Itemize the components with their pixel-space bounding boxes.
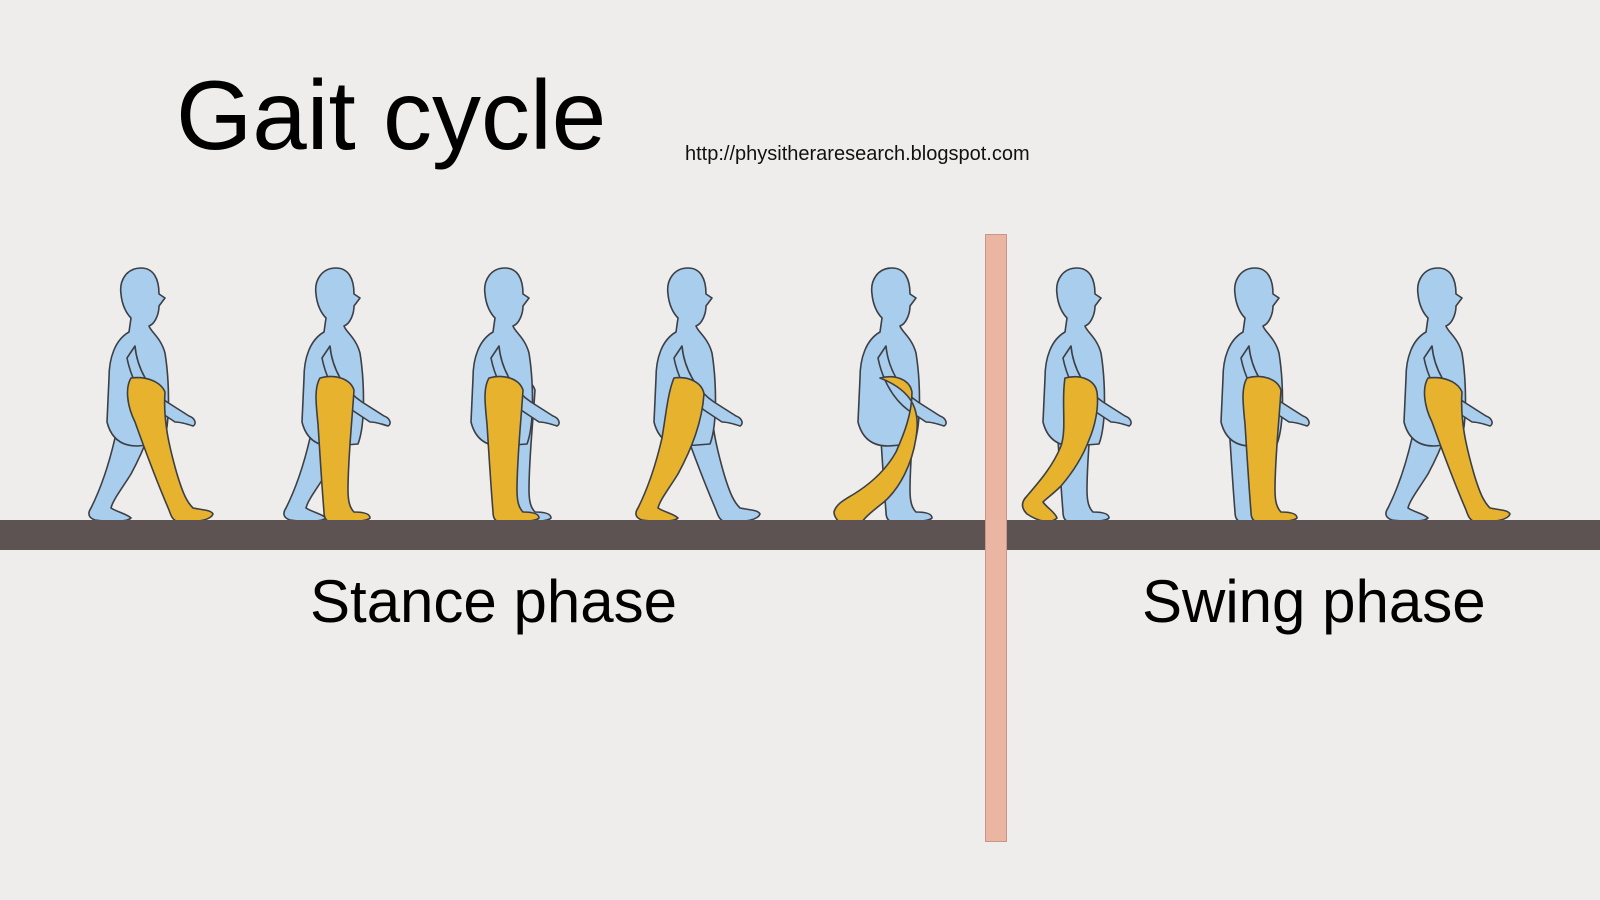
phase-divider	[985, 234, 1007, 842]
diagram-title: Gait cycle	[176, 60, 607, 170]
gait-figure-2	[283, 267, 391, 523]
gait-figure-3	[470, 267, 560, 523]
swing-phase-label: Swing phase	[1142, 568, 1486, 635]
gait-figure-7	[1220, 267, 1310, 523]
gait-figure-1	[88, 267, 214, 523]
ground-line	[0, 520, 1600, 550]
source-url: http://physitheraresearch.blogspot.com	[685, 143, 1030, 165]
gait-figure-8	[1385, 267, 1511, 523]
gait-figure-4	[635, 267, 761, 523]
gait-figure-6	[1021, 267, 1132, 523]
stance-phase-label: Stance phase	[310, 568, 677, 635]
gait-figure-5	[833, 267, 947, 531]
